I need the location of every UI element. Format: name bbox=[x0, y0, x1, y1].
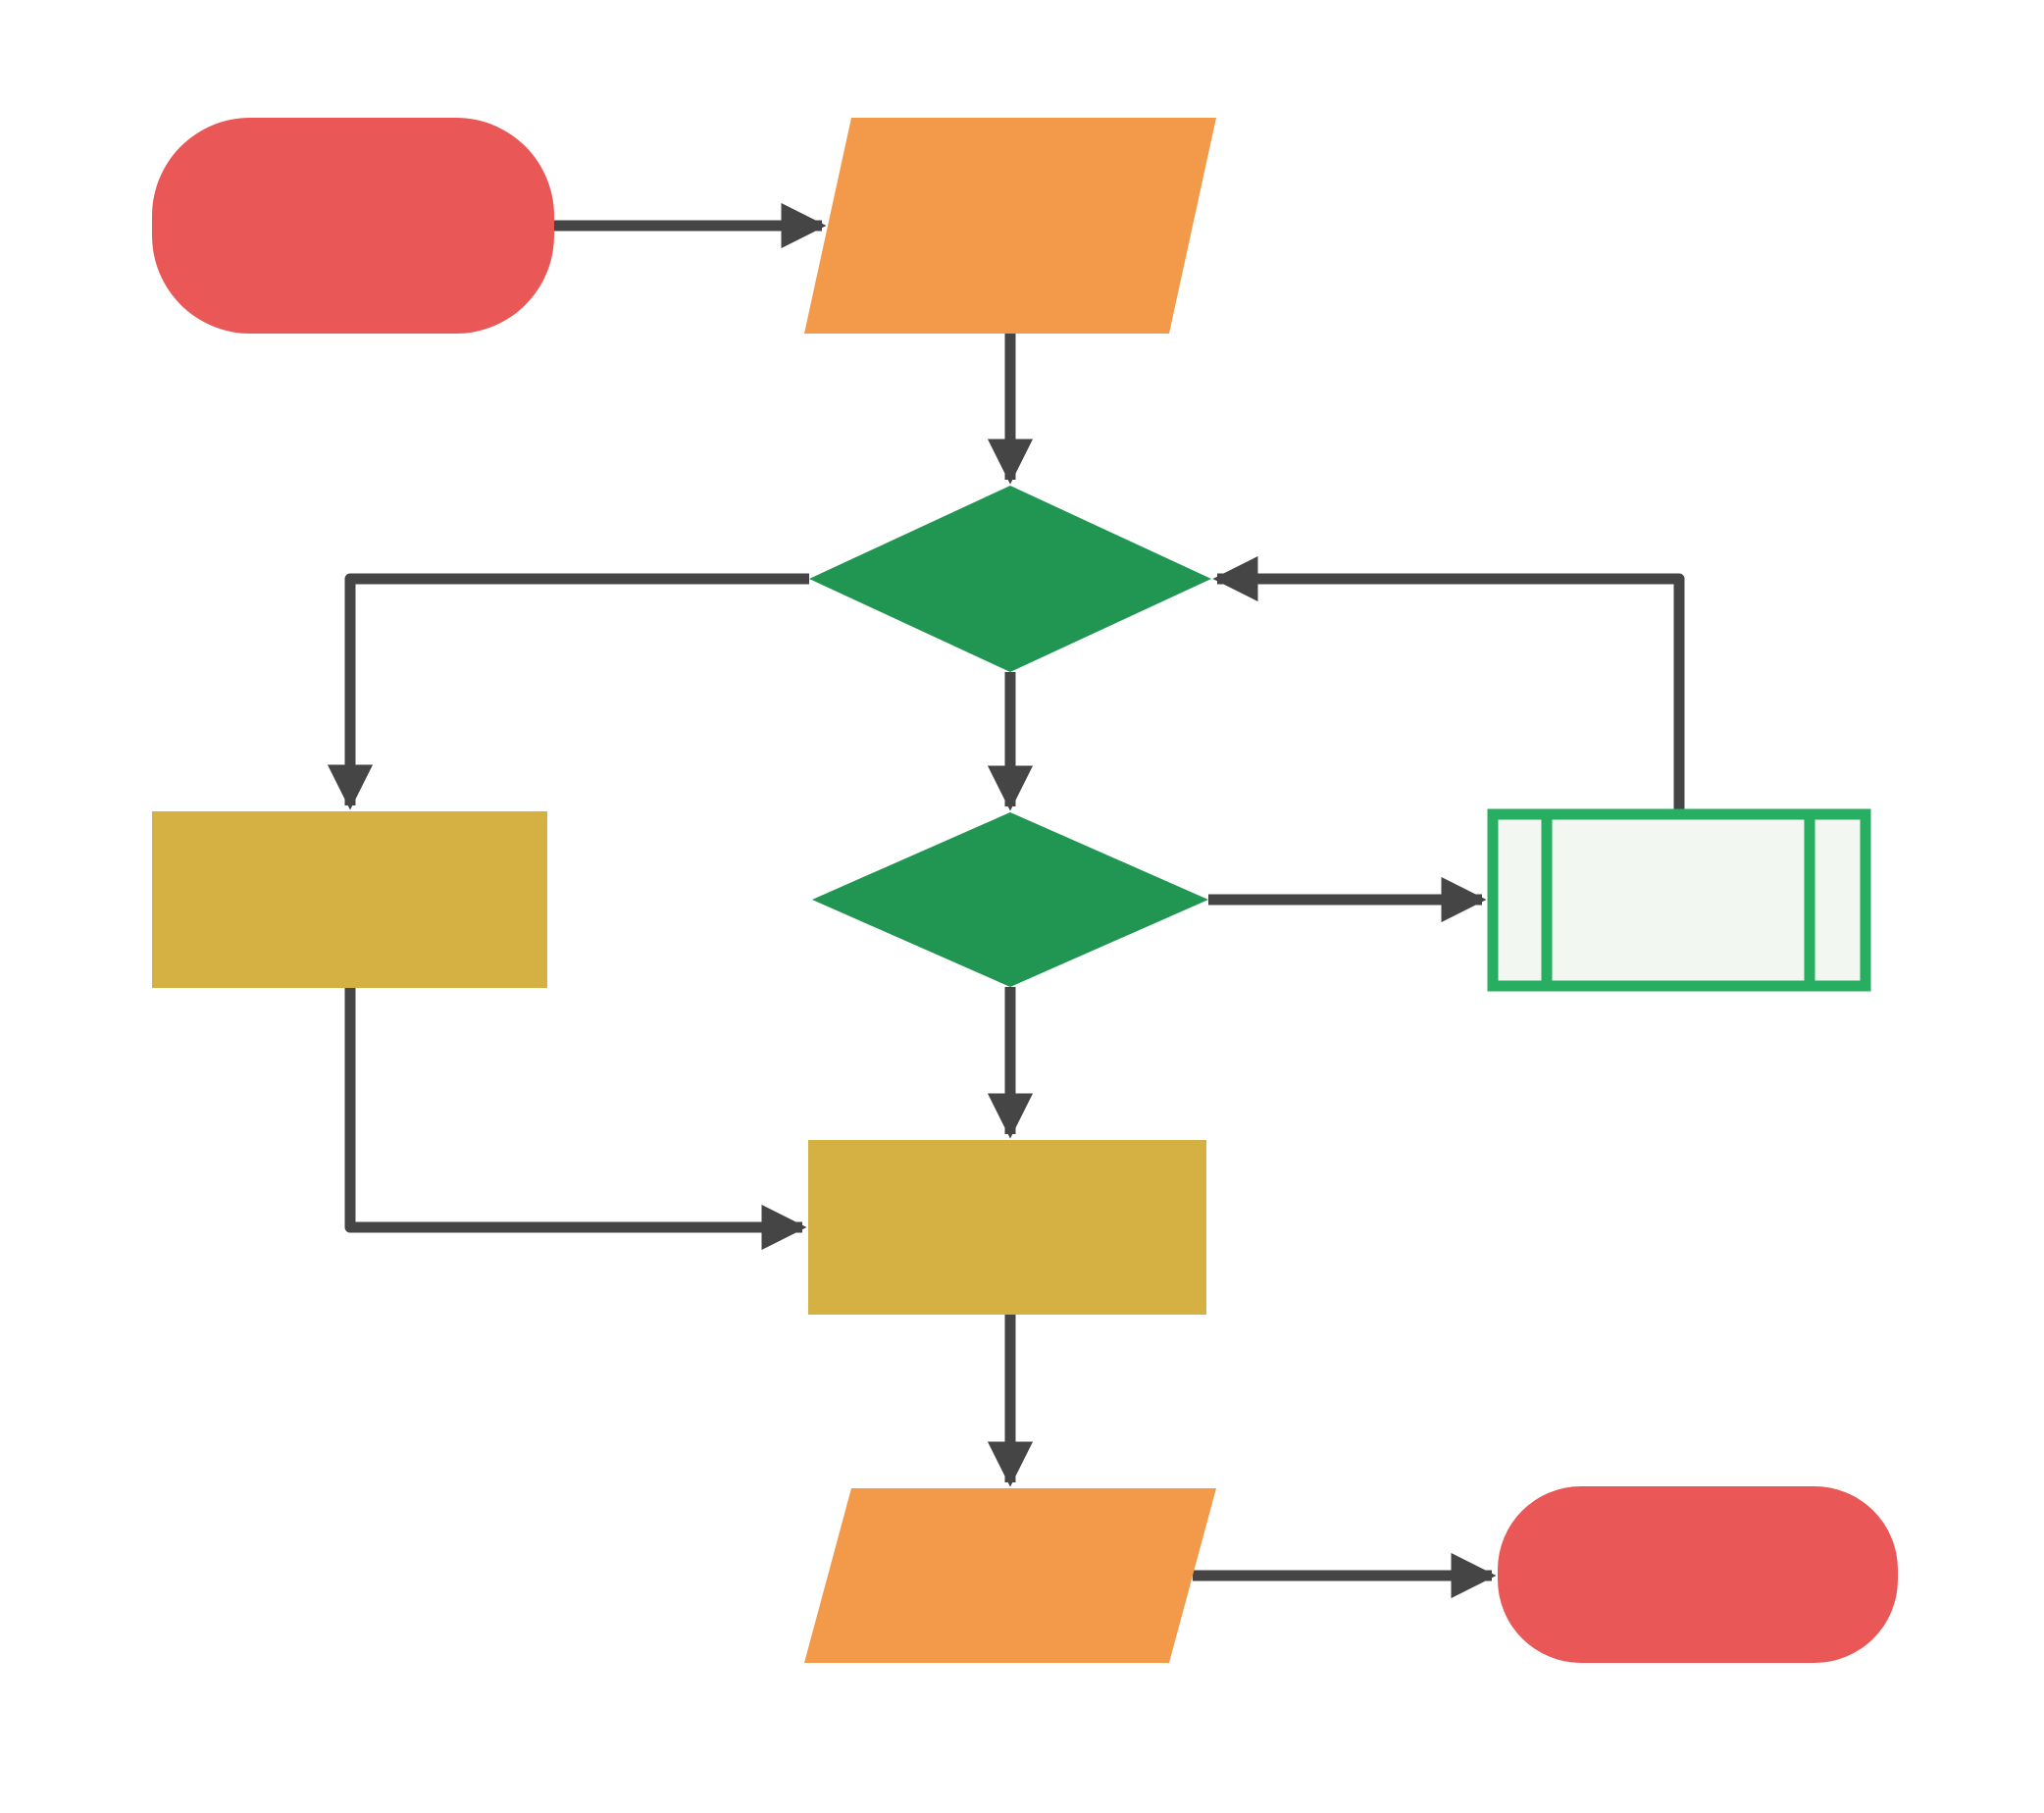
end-terminator-shape bbox=[1498, 1486, 1898, 1663]
process-left-shape bbox=[152, 811, 547, 988]
edge-decision-1-to-process-left bbox=[327, 573, 809, 810]
edge-predefined-process-to-decision-1 bbox=[1212, 555, 1685, 809]
node-predefined-process-subroutine bbox=[1487, 808, 1871, 992]
start-terminator-shape bbox=[152, 118, 554, 334]
process-center-shape bbox=[808, 1140, 1206, 1315]
node-start-terminator bbox=[152, 118, 554, 334]
node-process-left-rectangle bbox=[152, 811, 547, 988]
node-process-center-rectangle bbox=[808, 1140, 1206, 1315]
node-io-top-parallelogram bbox=[804, 118, 1216, 334]
nodes-layer bbox=[152, 118, 1898, 1663]
io-bottom-shape bbox=[804, 1488, 1216, 1663]
predefined-process-shape bbox=[1487, 808, 1871, 992]
edge-process-left-to-process-center bbox=[344, 988, 807, 1251]
decision-2-shape bbox=[812, 812, 1208, 987]
node-decision-1-diamond bbox=[809, 486, 1211, 672]
node-decision-2-diamond bbox=[812, 812, 1208, 987]
edges-layer bbox=[327, 202, 1685, 1599]
node-io-bottom-parallelogram bbox=[804, 1488, 1216, 1663]
node-end-terminator bbox=[1498, 1486, 1898, 1663]
decision-1-shape bbox=[809, 486, 1211, 672]
io-top-shape bbox=[804, 118, 1216, 334]
